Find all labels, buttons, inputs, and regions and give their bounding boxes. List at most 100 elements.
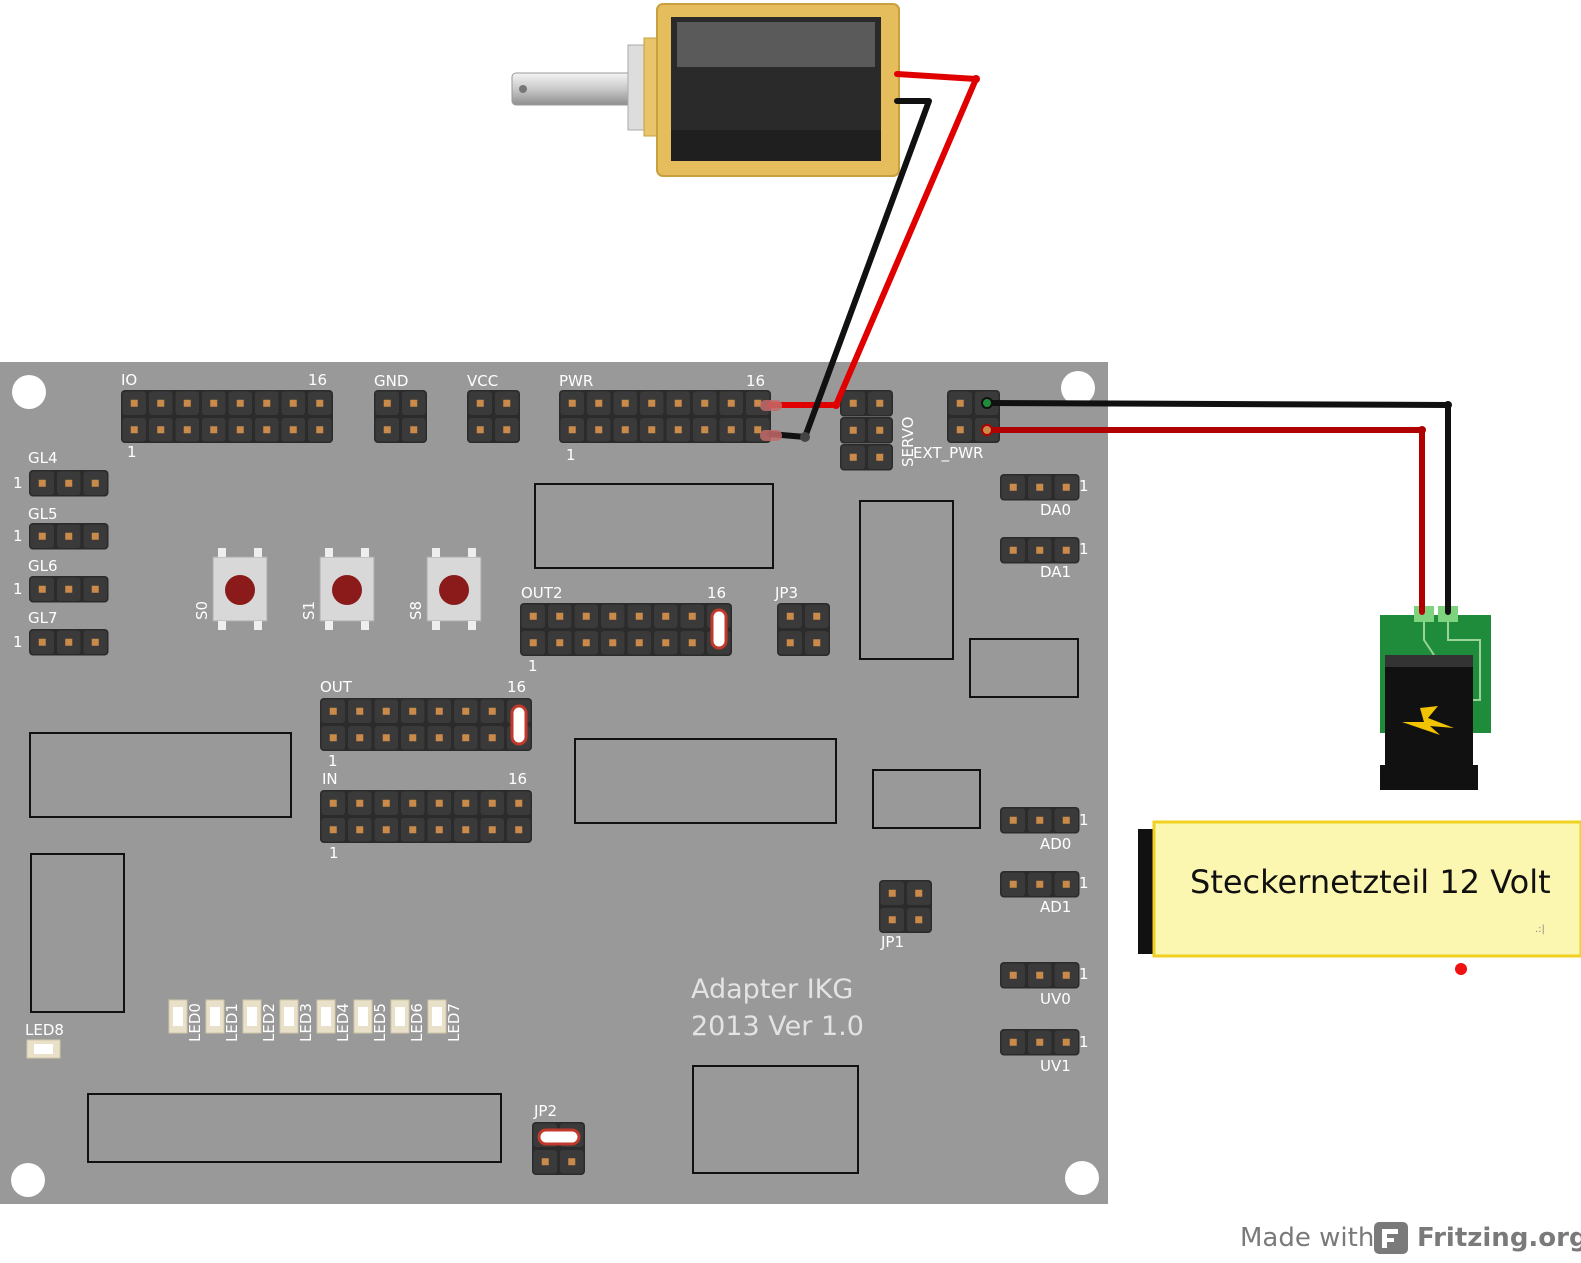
header-pin[interactable] [183, 426, 191, 434]
header-pin[interactable] [289, 399, 297, 407]
header-pin[interactable] [568, 1158, 576, 1166]
header-pin[interactable] [157, 426, 165, 434]
header-pin[interactable] [621, 426, 629, 434]
header-pin[interactable] [435, 799, 443, 807]
header-pin[interactable] [1036, 880, 1044, 888]
header-pin[interactable] [1036, 1038, 1044, 1046]
header-pin[interactable] [329, 734, 337, 742]
header-pin[interactable] [582, 612, 590, 620]
header-pin[interactable] [556, 612, 564, 620]
header-pin[interactable] [662, 639, 670, 647]
header-pin[interactable] [635, 612, 643, 620]
header-pin[interactable] [488, 734, 496, 742]
header-pin[interactable] [236, 399, 244, 407]
header-pin[interactable] [410, 426, 418, 434]
header-pin[interactable] [754, 399, 762, 407]
header-pin[interactable] [38, 585, 46, 593]
header-pin[interactable] [541, 1158, 549, 1166]
header-pin[interactable] [435, 707, 443, 715]
header-pin[interactable] [956, 399, 964, 407]
header-pin[interactable] [409, 799, 417, 807]
header-pin[interactable] [383, 399, 391, 407]
header-pin[interactable] [609, 612, 617, 620]
header-pin[interactable] [648, 399, 656, 407]
header-pin[interactable] [701, 426, 709, 434]
header-pin[interactable] [1009, 483, 1017, 491]
header-pin[interactable] [38, 638, 46, 646]
header-pin[interactable] [1036, 816, 1044, 824]
header-pin[interactable] [382, 799, 390, 807]
header-pin[interactable] [410, 399, 418, 407]
header-pin[interactable] [1009, 1038, 1017, 1046]
header-pin[interactable] [91, 532, 99, 540]
header-pin[interactable] [1036, 546, 1044, 554]
header-pin[interactable] [476, 399, 484, 407]
header-pin[interactable] [1062, 483, 1070, 491]
header-pin[interactable] [1009, 971, 1017, 979]
header-pin[interactable] [130, 426, 138, 434]
header-pin[interactable] [38, 479, 46, 487]
header-pin[interactable] [1062, 880, 1070, 888]
header-pin[interactable] [435, 734, 443, 742]
header-pin[interactable] [556, 639, 564, 647]
header-pin[interactable] [263, 426, 271, 434]
header-pin[interactable] [157, 399, 165, 407]
push-button-s1[interactable] [319, 548, 375, 630]
header-pin[interactable] [674, 399, 682, 407]
header-pin[interactable] [488, 799, 496, 807]
header-pin[interactable] [383, 426, 391, 434]
header-pin[interactable] [529, 612, 537, 620]
header-pin[interactable] [813, 612, 821, 620]
header-pin[interactable] [329, 826, 337, 834]
header-pin[interactable] [65, 638, 73, 646]
header-pin[interactable] [915, 889, 923, 897]
header-pin[interactable] [409, 707, 417, 715]
header-pin[interactable] [582, 639, 590, 647]
header-pin[interactable] [635, 639, 643, 647]
header-pin[interactable] [289, 426, 297, 434]
header-pin[interactable] [409, 734, 417, 742]
header-pin[interactable] [786, 639, 794, 647]
header-pin[interactable] [956, 426, 964, 434]
header-pin[interactable] [130, 399, 138, 407]
header-pin[interactable] [462, 799, 470, 807]
header-pin[interactable] [91, 638, 99, 646]
header-pin[interactable] [65, 479, 73, 487]
header-pin[interactable] [849, 453, 857, 461]
header-pin[interactable] [356, 799, 364, 807]
header-pin[interactable] [609, 639, 617, 647]
header-pin[interactable] [515, 826, 523, 834]
header-pin[interactable] [701, 399, 709, 407]
header-pin[interactable] [476, 426, 484, 434]
header-pin[interactable] [1009, 546, 1017, 554]
header-pin[interactable] [727, 399, 735, 407]
header-pin[interactable] [488, 707, 496, 715]
header-pin[interactable] [915, 916, 923, 924]
header-pin[interactable] [888, 889, 896, 897]
header-pin[interactable] [316, 399, 324, 407]
header-pin[interactable] [503, 426, 511, 434]
header-pin[interactable] [529, 639, 537, 647]
header-pin[interactable] [849, 399, 857, 407]
header-pin[interactable] [876, 453, 884, 461]
header-pin[interactable] [356, 734, 364, 742]
header-pin[interactable] [688, 612, 696, 620]
header-pin[interactable] [65, 585, 73, 593]
header-pin[interactable] [329, 799, 337, 807]
header-pin[interactable] [674, 426, 682, 434]
header-pin[interactable] [38, 532, 46, 540]
header-pin[interactable] [515, 799, 523, 807]
header-pin[interactable] [65, 532, 73, 540]
header-pin[interactable] [356, 826, 364, 834]
header-pin[interactable] [662, 612, 670, 620]
header-pin[interactable] [754, 426, 762, 434]
header-pin[interactable] [595, 399, 603, 407]
header-pin[interactable] [1062, 546, 1070, 554]
header-pin[interactable] [316, 426, 324, 434]
header-pin[interactable] [1009, 880, 1017, 888]
header-pin[interactable] [462, 826, 470, 834]
header-pin[interactable] [1036, 483, 1044, 491]
push-button-s0[interactable] [212, 548, 268, 630]
header-pin[interactable] [356, 707, 364, 715]
header-pin[interactable] [727, 426, 735, 434]
